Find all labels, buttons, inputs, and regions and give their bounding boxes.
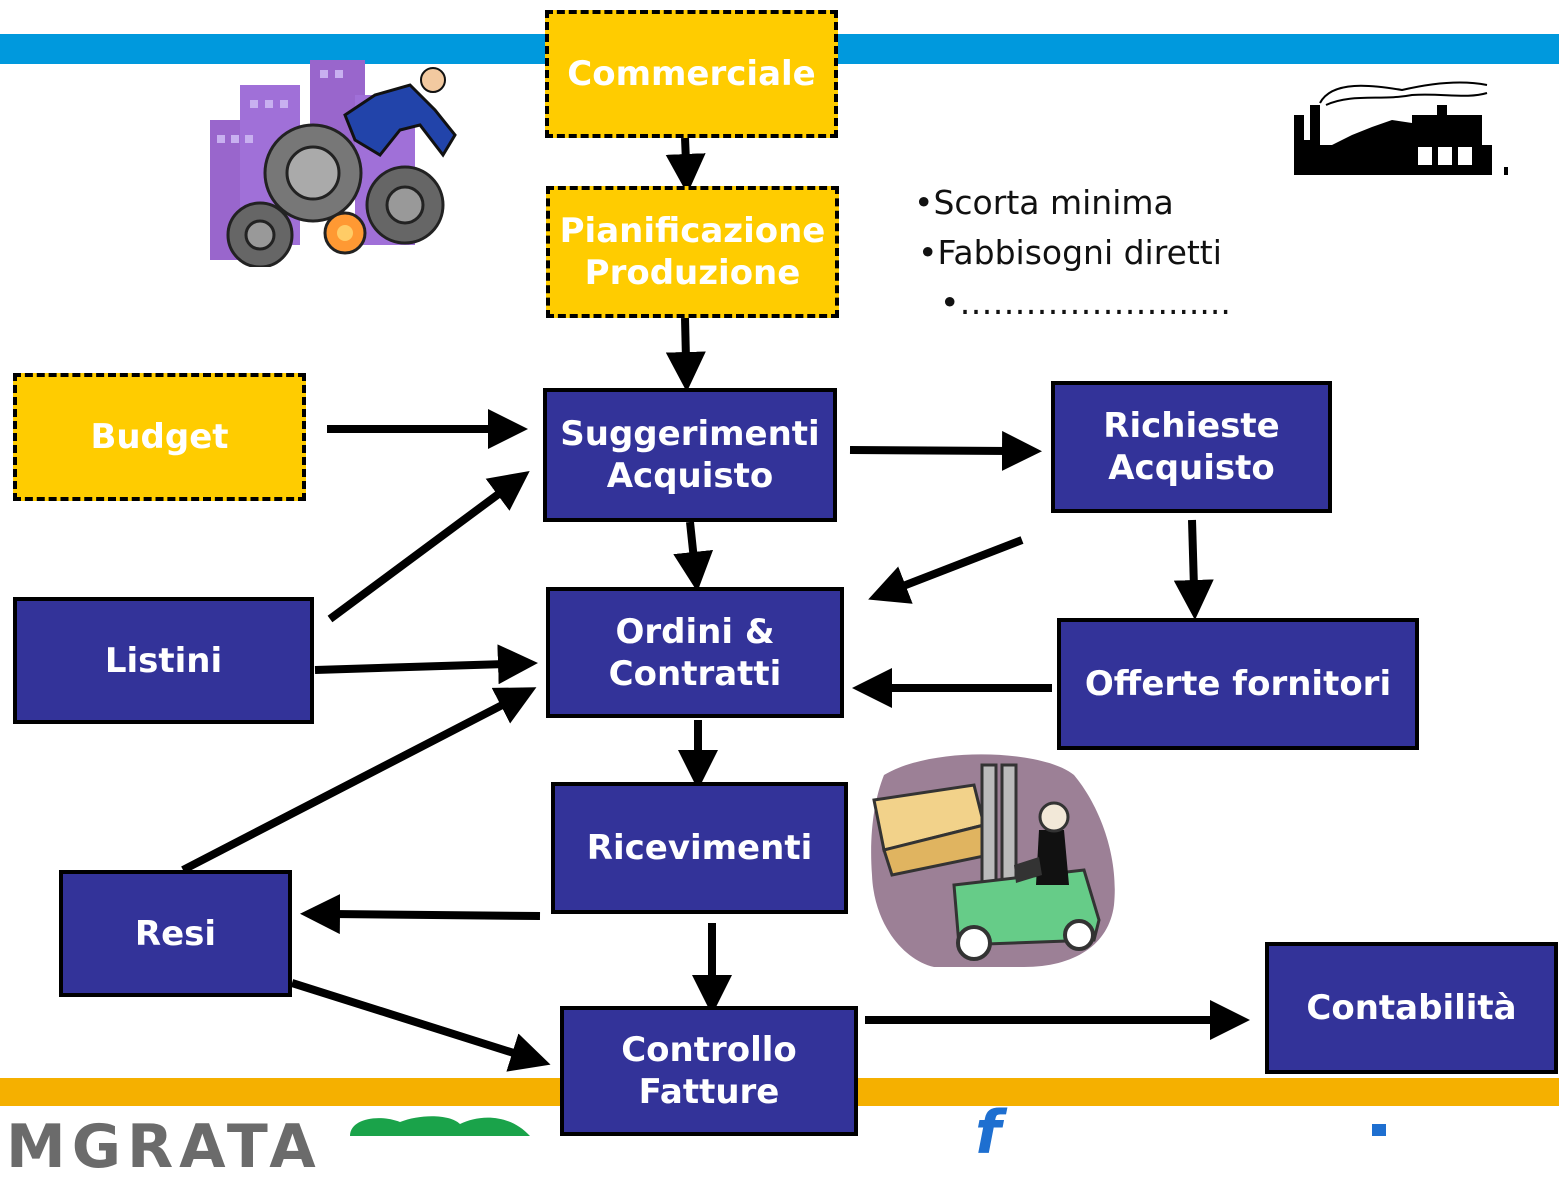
arrow-resi-controllo bbox=[290, 979, 551, 1072]
budget-label: Budget bbox=[90, 417, 229, 457]
mgrata-logo-text: MGRATA bbox=[6, 1112, 322, 1182]
ricevimenti-label: Ricevimenti bbox=[586, 828, 813, 868]
arrow-ricevimenti-resi bbox=[300, 894, 541, 935]
arrow-richieste-ordini bbox=[868, 536, 1024, 604]
arrow-resi-ordini bbox=[181, 687, 537, 874]
mgrata-logo: MGRATA bbox=[6, 1112, 322, 1182]
notes-list: •Scorta minima •Fabbisogni diretti •…………… bbox=[914, 178, 1231, 328]
contabilita-box: Contabilità bbox=[1265, 942, 1558, 1074]
factory-icon bbox=[1294, 81, 1508, 175]
listini-box: Listini bbox=[13, 597, 314, 724]
pianificazione-label: Pianificazione Produzione bbox=[559, 211, 826, 293]
contabilita-label: Contabilità bbox=[1306, 988, 1517, 1028]
budget-box: Budget bbox=[13, 373, 306, 501]
arrow-commerciale-pianificazione bbox=[665, 137, 706, 194]
note-dots: •………………....... bbox=[940, 283, 1231, 322]
blue-mark-icon bbox=[1372, 1124, 1386, 1136]
ricevimenti-box: Ricevimenti bbox=[551, 782, 848, 914]
gears-clipart-icon bbox=[210, 60, 457, 267]
suggerimenti-box: Suggerimenti Acquisto bbox=[543, 388, 837, 522]
forklift-clipart-icon bbox=[871, 754, 1115, 967]
controllo-label: Controllo Fatture bbox=[621, 1030, 797, 1112]
resi-box: Resi bbox=[59, 870, 292, 997]
blue-f-logo: f bbox=[975, 1098, 1001, 1168]
arrow-suggerimenti-richieste bbox=[849, 430, 1042, 471]
listini-label: Listini bbox=[104, 640, 223, 681]
suggerimenti-label: Suggerimenti Acquisto bbox=[560, 414, 820, 496]
ordini-box: Ordini & Contratti bbox=[546, 587, 844, 718]
note-scorta: •Scorta minima bbox=[914, 183, 1174, 222]
richieste-box: Richieste Acquisto bbox=[1051, 381, 1332, 513]
offerte-label: Offerte fornitori bbox=[1084, 664, 1392, 704]
flow-arrows bbox=[181, 137, 1250, 1072]
commerciale-box: Commerciale bbox=[545, 10, 838, 138]
controllo-box: Controllo Fatture bbox=[560, 1006, 858, 1136]
richieste-label: Richieste Acquisto bbox=[1103, 406, 1280, 488]
resi-label: Resi bbox=[134, 913, 217, 954]
note-fabbisogni: •Fabbisogni diretti bbox=[918, 233, 1222, 272]
arrow-richieste-offerte bbox=[1173, 519, 1214, 620]
ordini-label: Ordini & Contratti bbox=[608, 611, 782, 694]
blue-f-logo-text: f bbox=[975, 1098, 1002, 1168]
arrow-listini-ordini bbox=[314, 644, 538, 685]
arrow-suggerimenti-ordini bbox=[673, 521, 714, 592]
pianificazione-box: Pianificazione Produzione bbox=[546, 186, 839, 318]
green-logo-icon bbox=[350, 1116, 530, 1136]
arrow-pianificazione-suggerimenti bbox=[665, 317, 706, 392]
commerciale-label: Commerciale bbox=[567, 54, 816, 94]
arrow-listini-suggerimenti bbox=[327, 470, 530, 623]
offerte-box: Offerte fornitori bbox=[1057, 618, 1419, 750]
